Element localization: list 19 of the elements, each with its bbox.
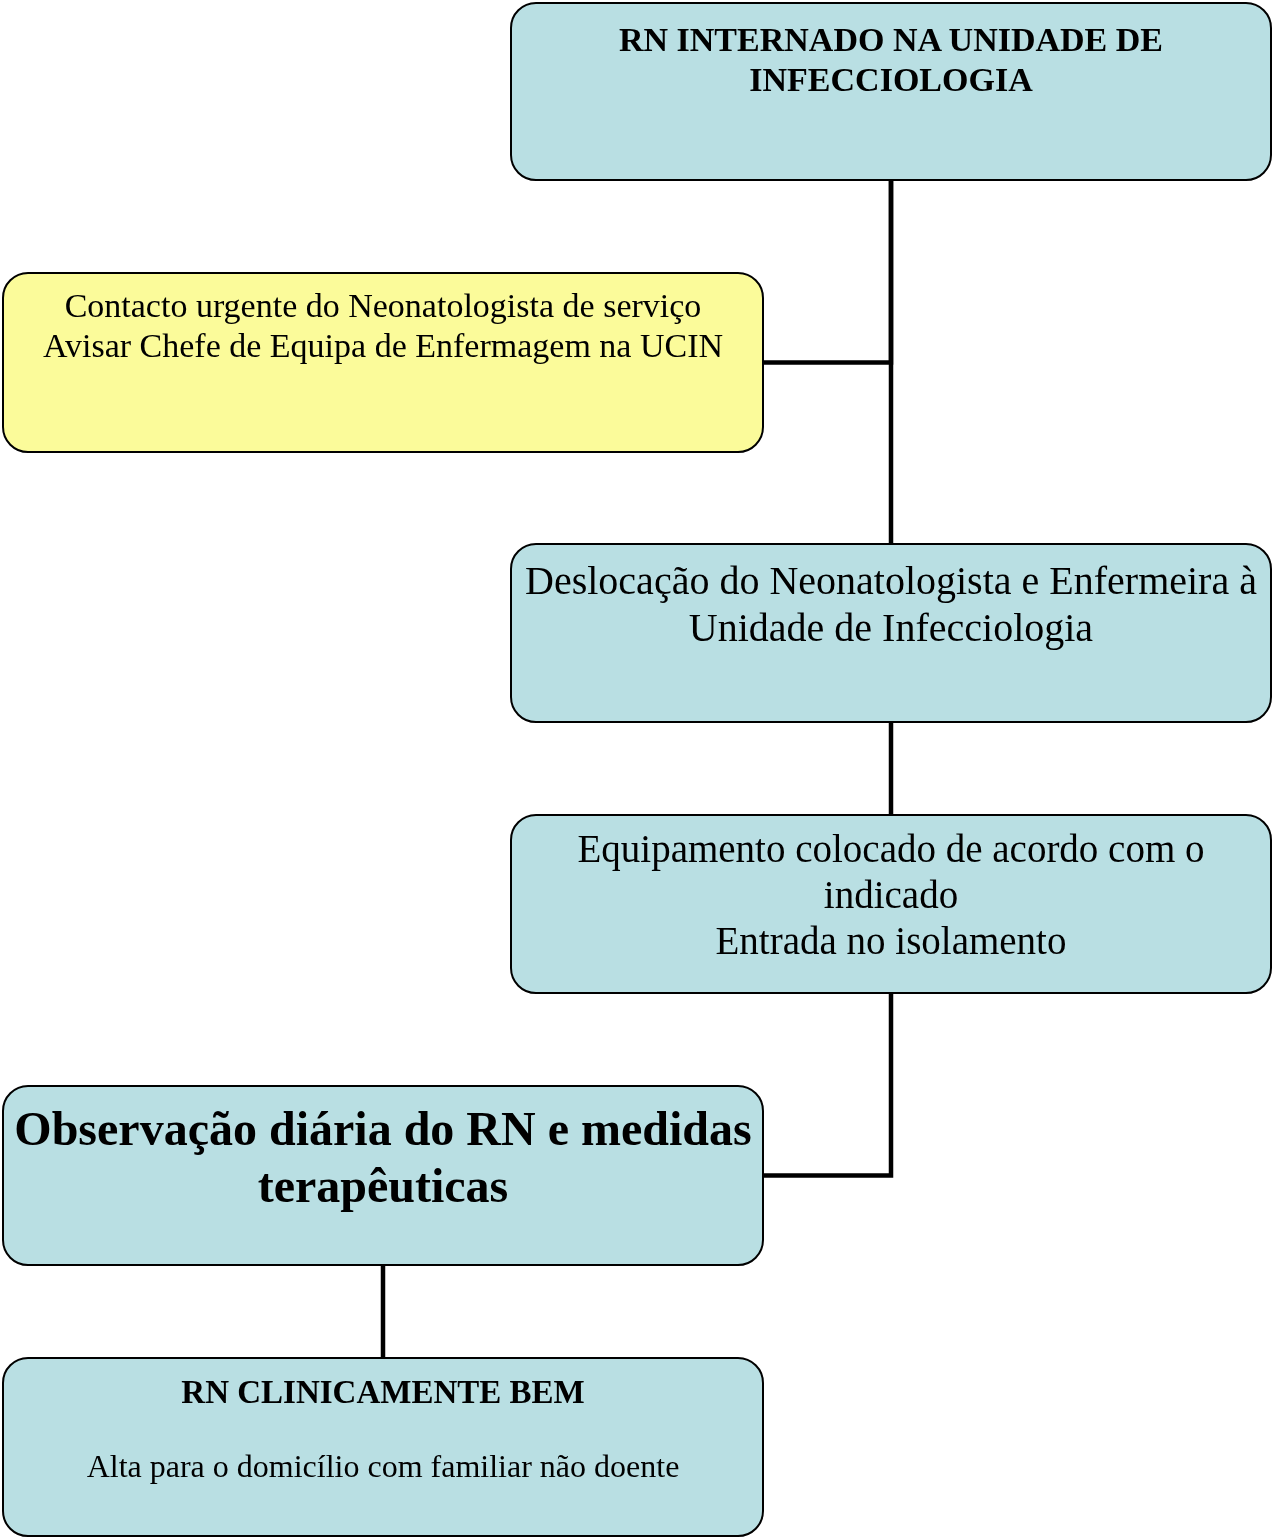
process-box xyxy=(2,1357,764,1537)
box-heading: RN CLINICAMENTE BEM xyxy=(181,1373,585,1412)
box-text: Deslocação do Neonatologista e Enfermeira à Unidade de Infecciologia xyxy=(524,557,1258,652)
process-box xyxy=(510,2,1272,181)
process-box xyxy=(510,814,1272,994)
box-text: RN INTERNADO NA UNIDADE DE INFECCIOLOGIA xyxy=(617,20,1165,101)
connector-line xyxy=(888,181,894,543)
connector-line xyxy=(764,994,894,1178)
box-text: Contacto urgente do Neonatologista de serviço xyxy=(64,286,702,326)
box-text: Equipamento colocado de acordo com o indicado xyxy=(576,826,1206,918)
box-text: Observação diária do RN e medidas terapêuticas xyxy=(13,1101,753,1214)
box-text: Entrada no isolamento xyxy=(715,918,1067,965)
process-box xyxy=(510,543,1272,723)
connector-line xyxy=(380,1266,386,1357)
box-text: Avisar Chefe de Equipa de Enfermagem na UCIN xyxy=(42,326,724,367)
process-box xyxy=(2,272,764,453)
box-text: Alta para o domicílio com familiar não doente xyxy=(86,1447,680,1486)
process-box xyxy=(2,1085,764,1266)
connector-line xyxy=(888,723,894,814)
